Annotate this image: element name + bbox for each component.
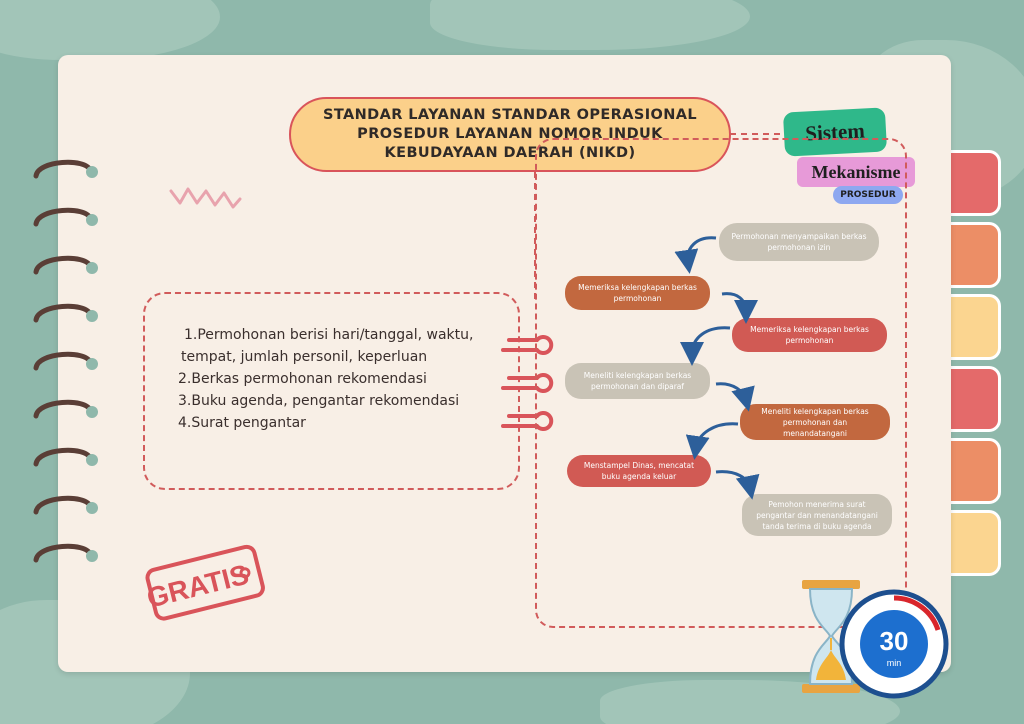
arrow-icon [674,236,717,274]
prosedur-badge-label: PROSEDUR [840,190,896,200]
arrow-icon [715,470,760,500]
procedure-frame [535,138,907,628]
binding-hole [86,358,98,370]
spiral-ring [33,399,93,419]
spiral-ring [33,159,93,179]
spiral-ring [33,207,93,227]
procedure-step: Meneliti kelengkapan berkas permohonan d… [565,363,710,399]
binding-hole [86,310,98,322]
mekanisme-badge: Mekanisme [797,157,915,187]
mekanisme-badge-label: Mekanisme [811,161,901,182]
notebook-tab [950,366,1001,432]
procedure-step: Menstampel Dinas, mencatat buku agenda k… [567,455,711,487]
spiral-ring [33,351,93,371]
spiral-ring [33,495,93,515]
procedure-step: Pemohon menerima surat pengantar dan men… [742,494,892,536]
squiggle-decoration [169,187,242,209]
arrow-icon [685,422,739,460]
requirement-item: tempat, jumlah personil, keperluan [181,349,428,365]
binding-hole [86,550,98,562]
notebook-tab [950,294,1001,360]
notebook-tab [950,222,1001,288]
timer-value: 30 [880,626,909,656]
notebook-tab [950,510,1001,576]
requirement-item: 1.Permohonan berisi hari/tanggal, waktu, [184,327,474,343]
spiral-binding [33,159,98,563]
timer-unit: min [887,658,902,668]
procedure-step: Meneliti kelengkapan berkas permohonan d… [740,404,890,440]
binding-hole [86,454,98,466]
arrow-icon [715,382,755,412]
gratis-stamp: GRATIS [144,544,265,621]
requirement-item: 4.Surat pengantar [178,415,306,431]
binding-hole [86,214,98,226]
spiral-ring [33,543,93,563]
procedure-step: Memeriksa kelengkapan berkas permohonan [565,276,710,310]
spiral-ring [33,255,93,275]
spiral-ring [33,303,93,323]
requirement-item: 2.Berkas permohonan rekomendasi [178,371,427,387]
arrow-icon [680,326,731,366]
stopwatch-icon: 30 min [839,589,949,699]
hourglass-icon [802,580,860,693]
prosedur-badge: PROSEDUR [833,186,903,204]
binding-hole [86,166,98,178]
notebook-tab [950,438,1001,504]
binding-hole [86,406,98,418]
title-banner: STANDAR LAYANAN STANDAR OPERASIONAL PROS… [289,97,731,172]
background-blob [430,0,750,50]
binding-hole [86,262,98,274]
requirement-item: 3.Buku agenda, pengantar rekomendasi [178,393,460,409]
procedure-step: Permohonan menyampaikan berkas permohona… [719,223,879,261]
binding-hole [86,502,98,514]
spiral-ring [33,447,93,467]
requirements-list: 1.Permohonan berisi hari/tanggal, waktu,… [178,324,508,434]
requirements-box [143,292,520,490]
binder-clips [501,335,554,431]
notebook-tab [950,150,1001,216]
arrow-icon [721,292,758,324]
